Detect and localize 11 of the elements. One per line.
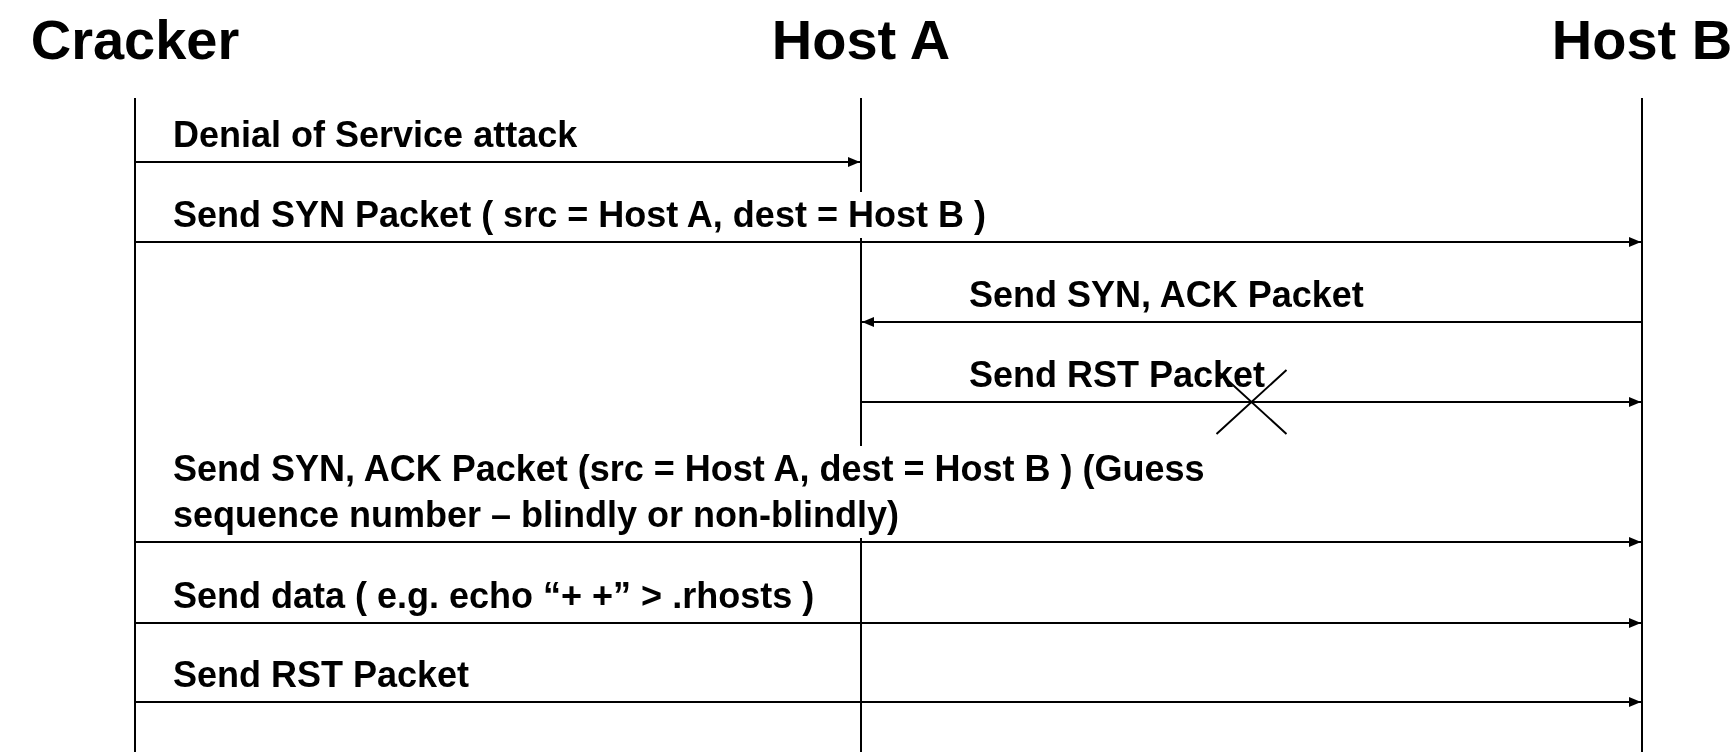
- participant-name: Host A: [770, 8, 952, 72]
- participant-name: Host B: [1550, 8, 1731, 72]
- message-arrow: [135, 157, 861, 167]
- edge-label: Send SYN Packet ( src = Host A, dest = Host B ): [173, 192, 986, 238]
- message-arrow: [861, 397, 1642, 407]
- message-arrow: [135, 537, 1642, 547]
- message-arrow: [135, 697, 1642, 707]
- message-arrow: [861, 317, 1642, 327]
- participant-name: Cracker: [29, 8, 241, 72]
- message-arrow: [135, 618, 1642, 628]
- message-arrow: [135, 237, 1642, 247]
